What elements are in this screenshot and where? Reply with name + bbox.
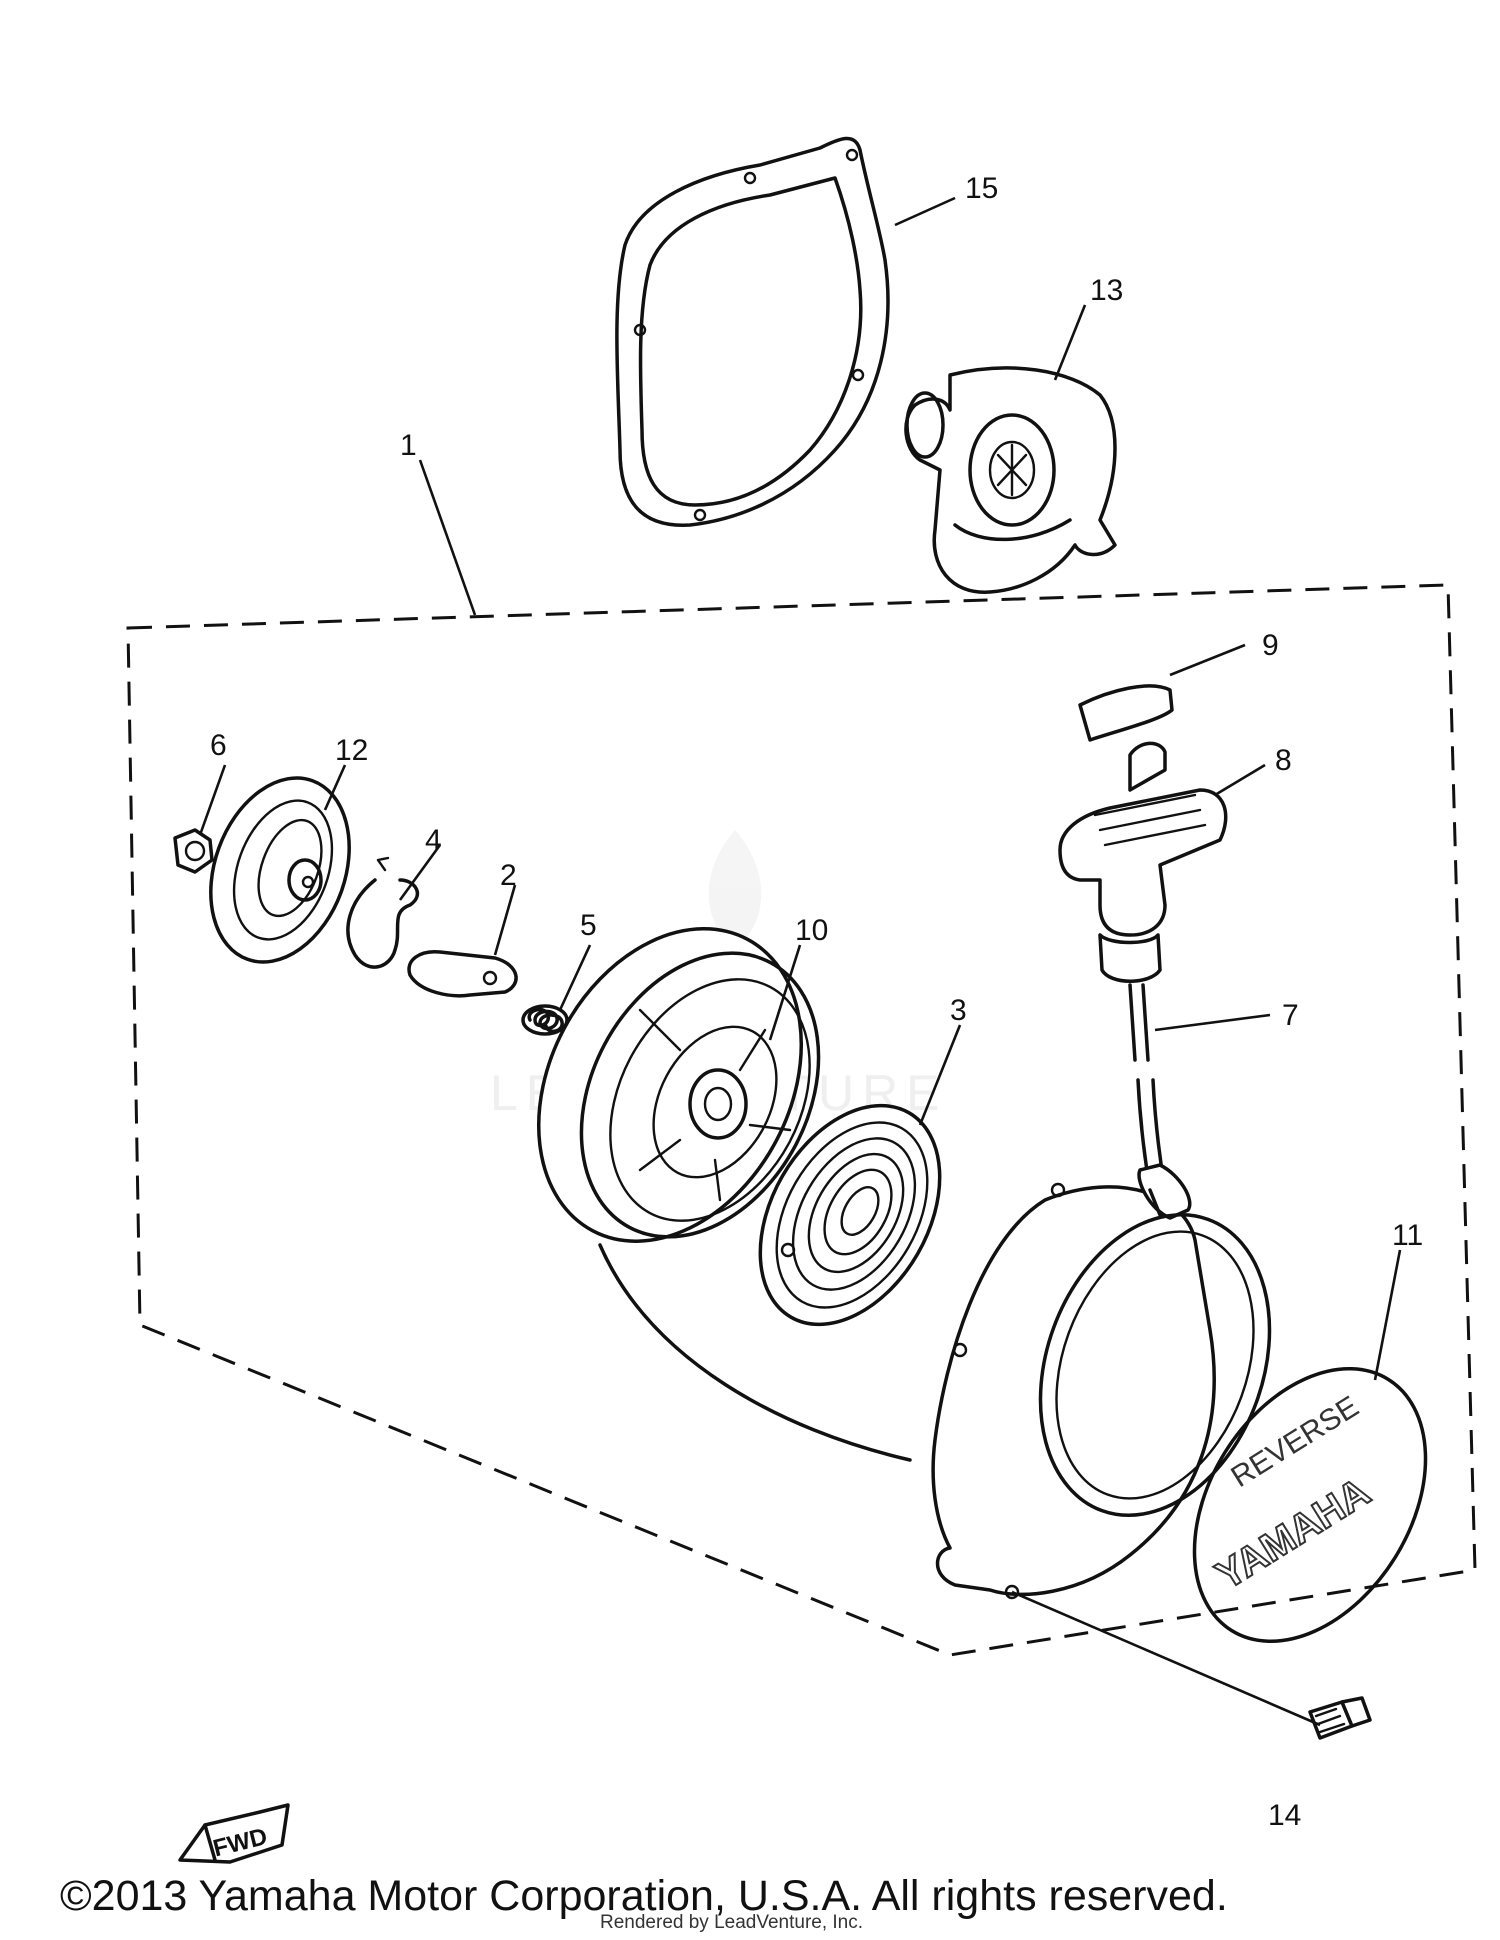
- forward-direction-marker: FWD: [178, 1803, 290, 1864]
- part-label-14: 14: [1268, 1799, 1301, 1832]
- part-label-12: 12: [335, 734, 368, 767]
- part-label-15: 15: [965, 172, 998, 205]
- emblem-yamaha-text: YAMAHA: [1209, 1470, 1378, 1598]
- part-label-11: 11: [1392, 1219, 1423, 1252]
- part-numbers: 1 15 13 9 8 7 3 10 5 2 4 6 12 11 14: [210, 172, 1423, 1832]
- leader-lines: [198, 196, 1402, 1727]
- copyright-notice: ©2013 Yamaha Motor Corporation, U.S.A. A…: [60, 1872, 1228, 1920]
- part-label-5: 5: [580, 909, 597, 942]
- handle-cap-part-9: [1078, 684, 1174, 742]
- part-label-1: 1: [400, 429, 417, 462]
- part-label-2: 2: [500, 859, 517, 892]
- spring-clip-part-4: [346, 856, 420, 969]
- fwd-label: FWD: [210, 1823, 270, 1862]
- pawl-part-2: [407, 950, 518, 998]
- spring-part-5: [521, 1004, 569, 1036]
- t-handle-part-8: [1058, 741, 1228, 983]
- part-label-8: 8: [1275, 744, 1292, 777]
- part-label-7: 7: [1282, 999, 1299, 1032]
- recoil-spring-part-3: [758, 1103, 942, 1327]
- part-label-9: 9: [1262, 629, 1279, 662]
- part-label-10: 10: [795, 914, 828, 947]
- nut-part-6: [173, 828, 214, 874]
- rendered-by-notice: Rendered by LeadVenture, Inc.: [600, 1912, 864, 1933]
- gasket-part-15: [615, 136, 890, 527]
- part-label-13: 13: [1090, 274, 1123, 307]
- part-label-6: 6: [210, 729, 227, 762]
- friction-plate-part-12: [209, 776, 351, 964]
- rope-part-7: [1128, 983, 1167, 1192]
- bolt-part-14: [1308, 1696, 1372, 1740]
- pulley-part-13: [904, 366, 1117, 594]
- sheave-drum-part-10: [536, 927, 912, 1462]
- part-label-4: 4: [425, 824, 442, 857]
- part-label-3: 3: [950, 994, 967, 1027]
